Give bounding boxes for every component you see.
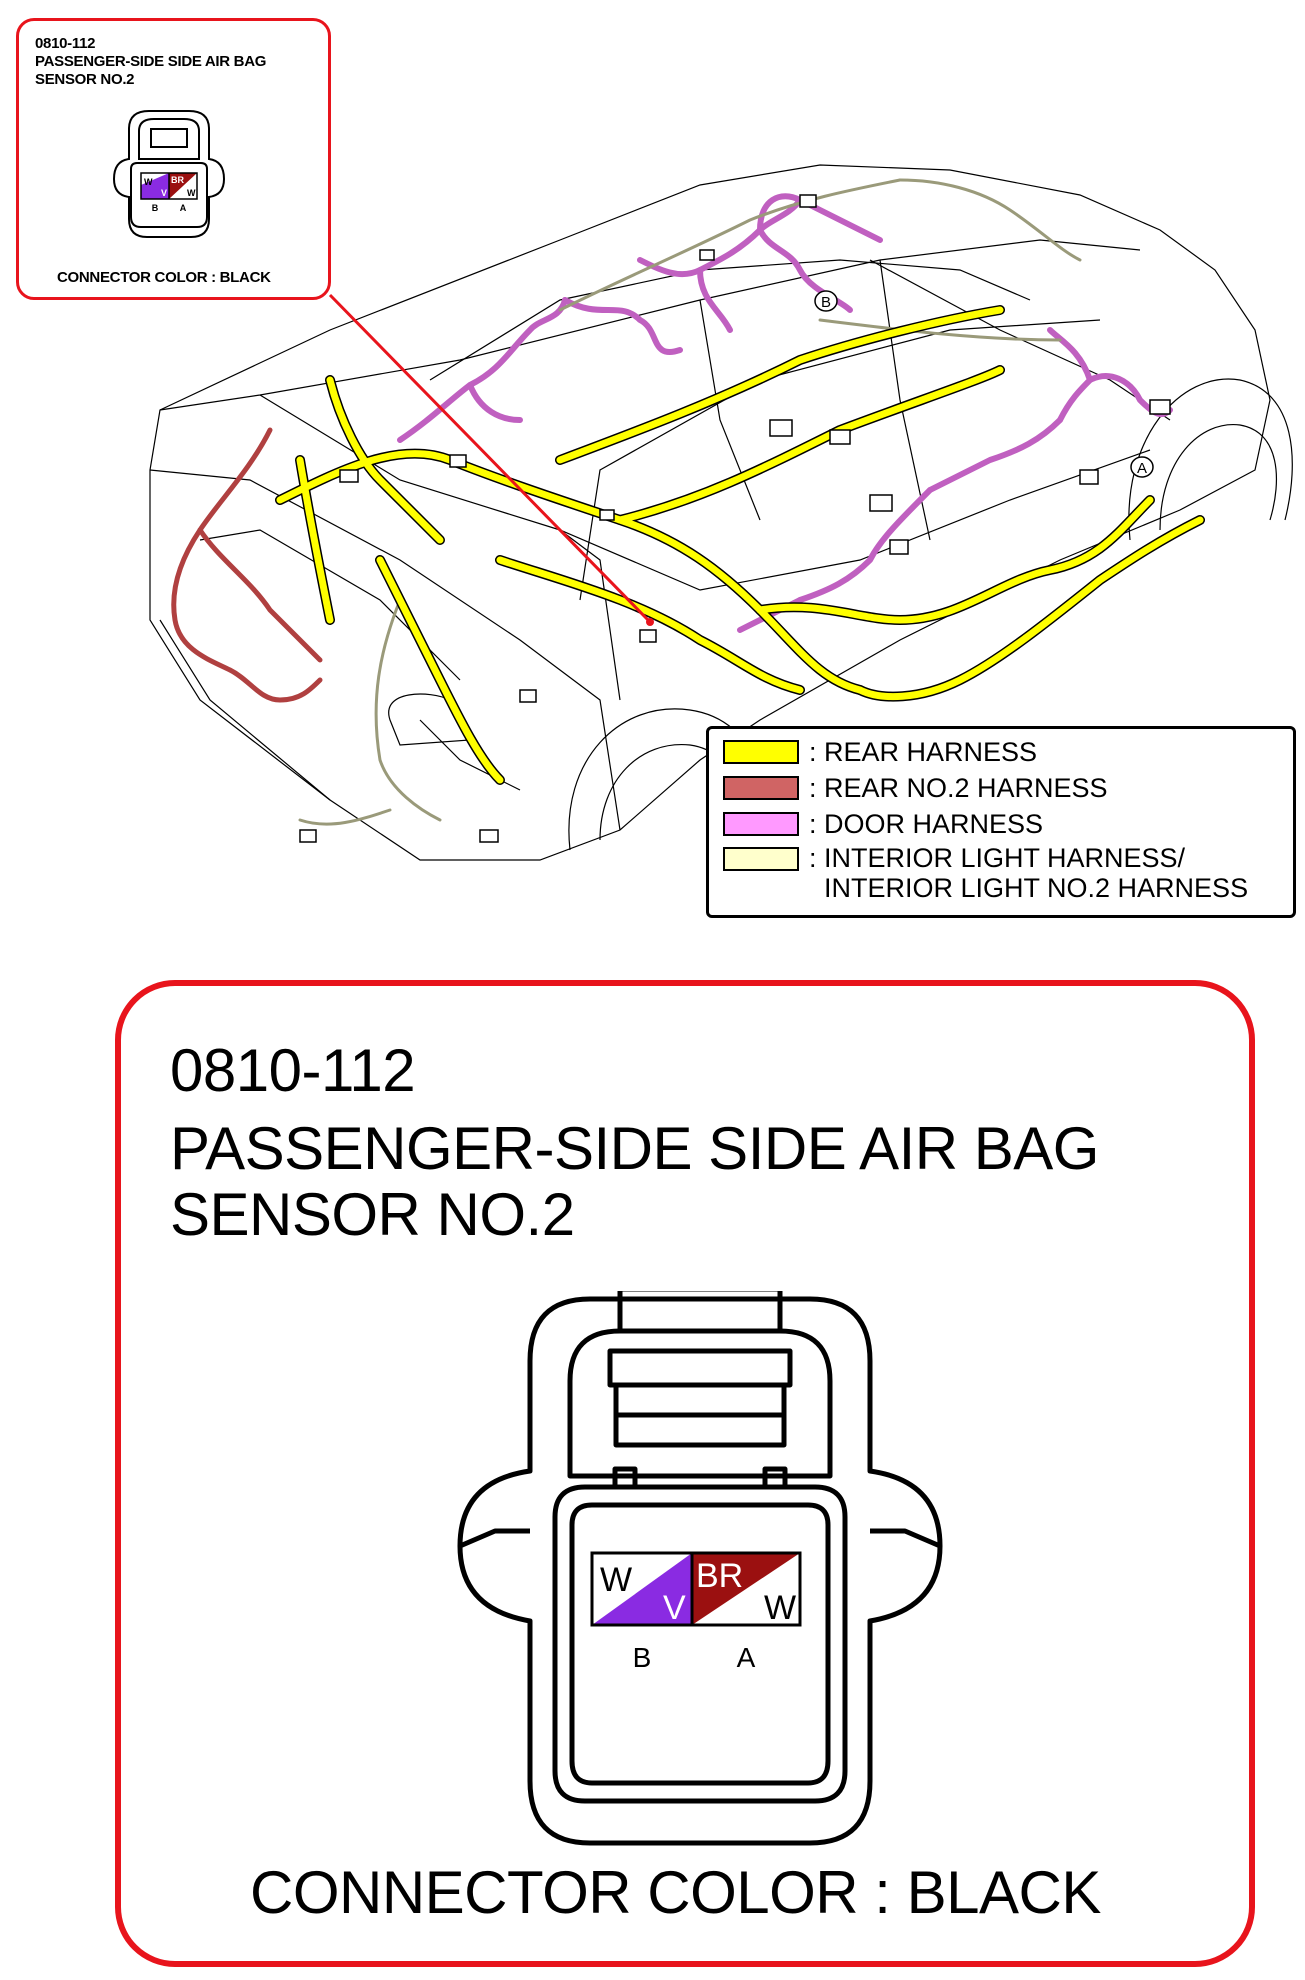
pin-b-lower-fill [592, 1553, 692, 1625]
inset-name-line1: PASSENGER-SIDE SIDE AIR BAG [35, 53, 267, 70]
legend-swatch [723, 847, 799, 871]
inset-pin-a-terminal: A [180, 203, 187, 213]
legend-swatch [723, 740, 799, 764]
legend-label: : REAR NO.2 HARNESS [809, 773, 1108, 803]
locator-b-label: B [821, 294, 831, 311]
pin-a-upper-fill [692, 1553, 800, 1625]
legend-label: : REAR HARNESS [809, 737, 1038, 767]
legend-swatch [723, 812, 799, 836]
inset-name-line2: SENSOR NO.2 [35, 71, 135, 88]
pin-a-terminal-label: A [737, 1642, 756, 1673]
detail-name-line1: PASSENGER-SIDE SIDE AIR BAG [170, 1115, 1099, 1182]
harness-connectors [299, 194, 1171, 843]
legend-item-door-harness: : DOOR HARNESS [723, 807, 1043, 841]
detail-connector-drawing: W V BR W B A [457, 1291, 943, 1846]
locator-a-marker [1130, 456, 1154, 478]
rear-no2-harness [171, 427, 323, 703]
legend-label: : INTERIOR LIGHT HARNESS/ INTERIOR LIGHT… [809, 843, 1249, 903]
legend-item-rear-no2-harness: : REAR NO.2 HARNESS [723, 771, 1108, 805]
detail-code: 0810-112 [170, 1037, 416, 1104]
rear-harness [275, 305, 1205, 785]
inset-pin-b-upper-wire: W [144, 177, 153, 187]
inset-connector-drawing: W V BR W B A [112, 110, 226, 238]
inset-pin-a-fill [169, 173, 197, 199]
inset-code: 0810-112 [35, 35, 96, 52]
inset-pin-a-upper-wire: BR [171, 175, 184, 185]
pin-b-lower-wire: V [663, 1589, 686, 1627]
pin-cavity-outline [590, 1551, 802, 1627]
legend-item-interior-light-harness: : INTERIOR LIGHT HARNESS/ INTERIOR LIGHT… [723, 843, 1248, 913]
inset-pin-b-lower-wire: V [161, 188, 167, 198]
inset-connector-color: CONNECTOR COLOR : BLACK [57, 269, 271, 286]
locator-a-label: A [1137, 460, 1147, 477]
inset-pin-a-lower-wire: W [187, 188, 196, 198]
connector-location-dot [646, 618, 654, 626]
pin-a-upper-wire: BR [696, 1557, 743, 1595]
legend-label: : DOOR HARNESS [809, 809, 1044, 839]
callout-leader-line [328, 293, 652, 624]
inset-callout: 0810-112 PASSENGER-SIDE SIDE AIR BAG SEN… [16, 18, 331, 300]
locator-b-marker [814, 290, 838, 312]
pin-b-terminal-label: B [633, 1642, 652, 1673]
locator-a: A [1130, 456, 1154, 478]
inset-pin-b-fill [141, 173, 169, 199]
vehicle-harness-diagram: B A [149, 164, 1293, 861]
legend-item-rear-harness: : REAR HARNESS [723, 735, 1037, 769]
interior-light-harness [298, 178, 1082, 826]
rear-harness-fill [280, 310, 1200, 780]
harness-legend: : REAR HARNESS : REAR NO.2 HARNESS : DOO… [706, 726, 1296, 918]
pin-a-lower-wire: W [764, 1589, 796, 1627]
locator-b: B [814, 290, 838, 312]
legend-swatch [723, 776, 799, 800]
connector-detail-callout: 0810-112 PASSENGER-SIDE SIDE AIR BAG SEN… [115, 980, 1255, 1967]
detail-connector-color: CONNECTOR COLOR : BLACK [250, 1859, 1101, 1926]
detail-name-line2: SENSOR NO.2 [170, 1181, 575, 1248]
inset-pin-b-terminal: B [152, 203, 159, 213]
pin-b-upper-wire: W [600, 1561, 632, 1599]
